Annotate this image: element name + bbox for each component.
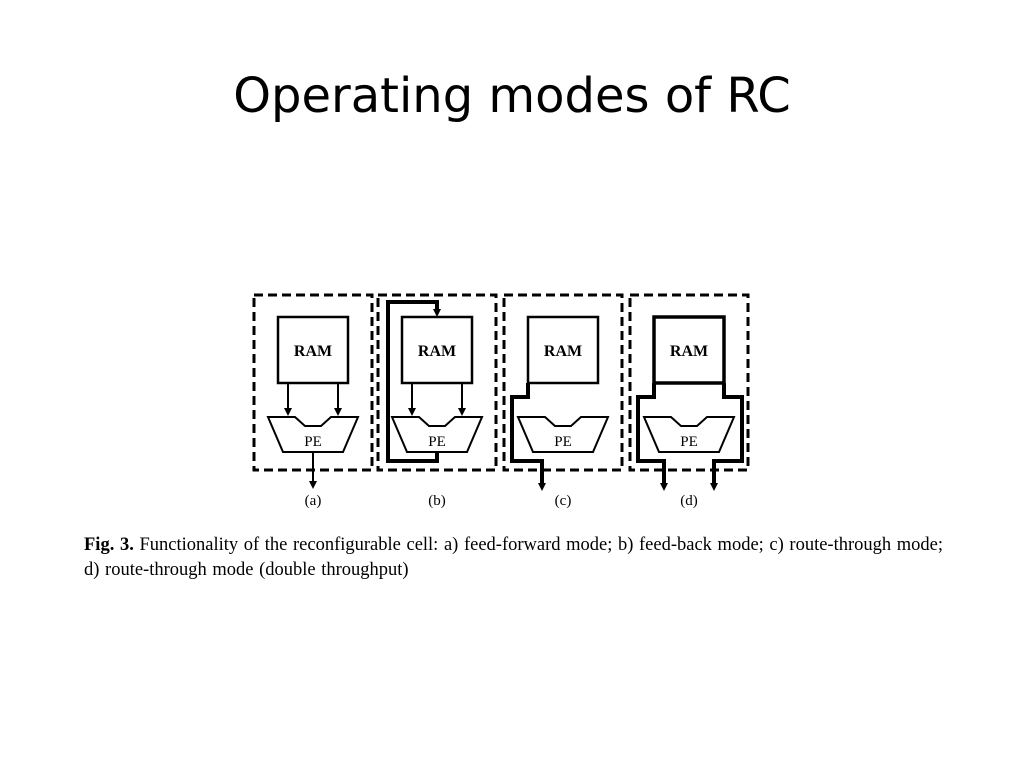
panel-d-ram-label: RAM [670, 343, 708, 360]
panel-d-pe-block [642, 416, 736, 453]
panel-c-ram-block [526, 315, 600, 385]
panel-d-ram-block [652, 315, 726, 385]
figure-caption-text: Functionality of the reconfigurable cell… [84, 535, 944, 580]
panel-c-pe-label: PE [554, 434, 572, 450]
panel-b-border [376, 293, 498, 472]
panel-b-caption-label: (b) [428, 493, 446, 509]
panel-c-caption-label: (c) [555, 493, 572, 509]
panel-a-ram-block [276, 315, 350, 385]
panel-b-pe-label: PE [428, 434, 446, 450]
panel-b-feedback-path [386, 300, 439, 463]
panel-a-pe-block [266, 416, 360, 453]
panel-c: RAM PE (c) [502, 293, 624, 509]
panel-b-pe-block [390, 416, 484, 453]
panel-c-border [502, 293, 624, 472]
figure-svg: RAM PE (a) RAM PE (b) RAM [252, 293, 750, 509]
panel-c-pe-block [516, 416, 610, 453]
panel-a: RAM PE (a) [252, 293, 374, 509]
figure-caption: Fig. 3. Functionality of the reconfigura… [84, 533, 954, 583]
panel-d-route-path-right [712, 383, 744, 483]
panel-d-border [628, 293, 750, 472]
panel-a-pe-label: PE [304, 434, 322, 450]
panel-b-ram-label: RAM [418, 343, 456, 360]
figure-caption-label: Fig. 3. [84, 535, 134, 555]
panel-d: RAM PE (d) [628, 293, 750, 509]
panel-d-pe-label: PE [680, 434, 698, 450]
panel-b: RAM PE (b) [376, 293, 498, 509]
panel-a-ram-label: RAM [294, 343, 332, 360]
panel-b-ram-block [400, 315, 474, 385]
slide-title: Operating modes of RC [233, 68, 791, 124]
panel-c-route-path [510, 383, 544, 483]
panel-a-caption-label: (a) [305, 493, 322, 509]
panel-c-ram-label: RAM [544, 343, 582, 360]
panel-d-caption-label: (d) [680, 493, 698, 509]
panel-d-route-path-left [636, 383, 666, 483]
reconfigurable-cell-figure: RAM PE (a) RAM PE (b) RAM [246, 285, 766, 515]
